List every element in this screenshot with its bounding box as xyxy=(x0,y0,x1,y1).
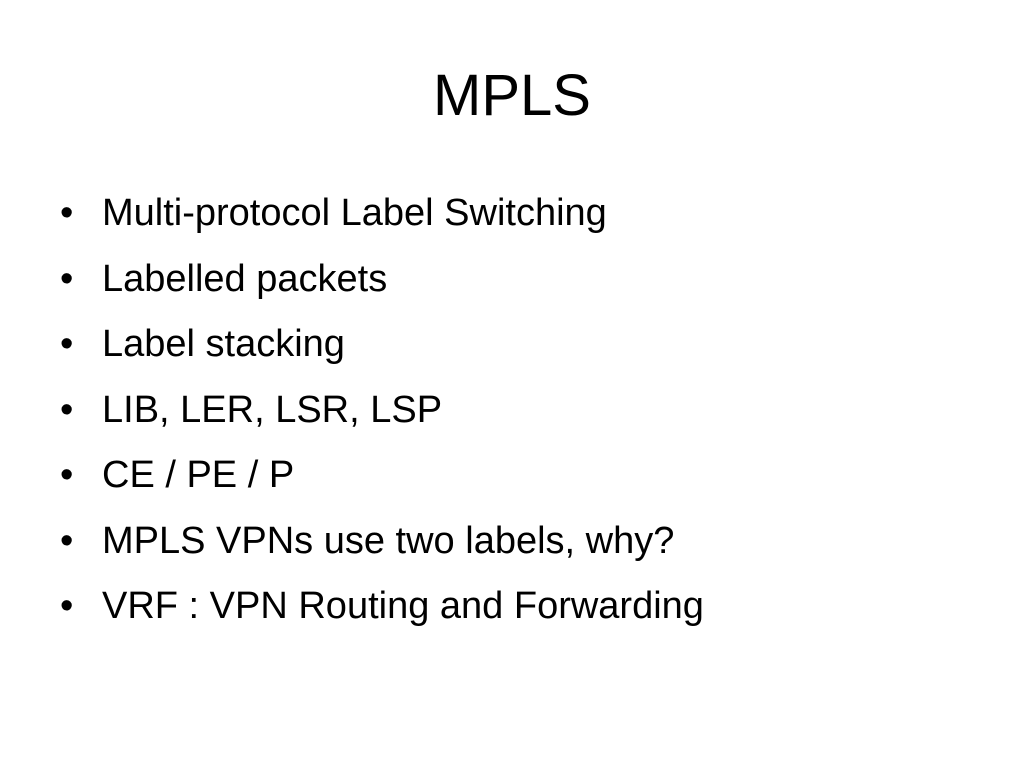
bullet-text: Label stacking xyxy=(102,323,345,365)
bullet-marker: • xyxy=(60,585,74,627)
bullet-text: LIB, LER, LSR, LSP xyxy=(102,388,443,431)
bullet-item: • CE / PE / P xyxy=(58,450,958,516)
bullet-text: VRF : VPN Routing and Forwarding xyxy=(102,585,704,627)
bullet-marker: • xyxy=(60,257,74,300)
bullet-text: MPLS VPNs use two labels, why? xyxy=(102,519,675,562)
bullet-list: • Multi-protocol Label Switching • Label… xyxy=(58,188,958,647)
bullet-marker: • xyxy=(60,323,74,365)
bullet-item: • LIB, LER, LSR, LSP xyxy=(58,385,958,451)
bullet-marker: • xyxy=(60,454,74,496)
bullet-item: • MPLS VPNs use two labels, why? xyxy=(58,516,958,582)
slide-title: MPLS xyxy=(433,63,591,128)
bullet-item: • Labelled packets xyxy=(58,254,958,320)
bullet-marker: • xyxy=(60,192,74,234)
bullet-text: CE / PE / P xyxy=(102,454,295,496)
bullet-item: • VRF : VPN Routing and Forwarding xyxy=(58,581,958,647)
bullet-marker: • xyxy=(60,388,74,431)
bullet-text: Labelled packets xyxy=(102,257,388,300)
bullet-item: • Label stacking xyxy=(58,319,958,385)
bullet-item: • Multi-protocol Label Switching xyxy=(58,188,958,254)
bullet-marker: • xyxy=(60,519,74,562)
bullet-text: Multi-protocol Label Switching xyxy=(102,192,607,234)
